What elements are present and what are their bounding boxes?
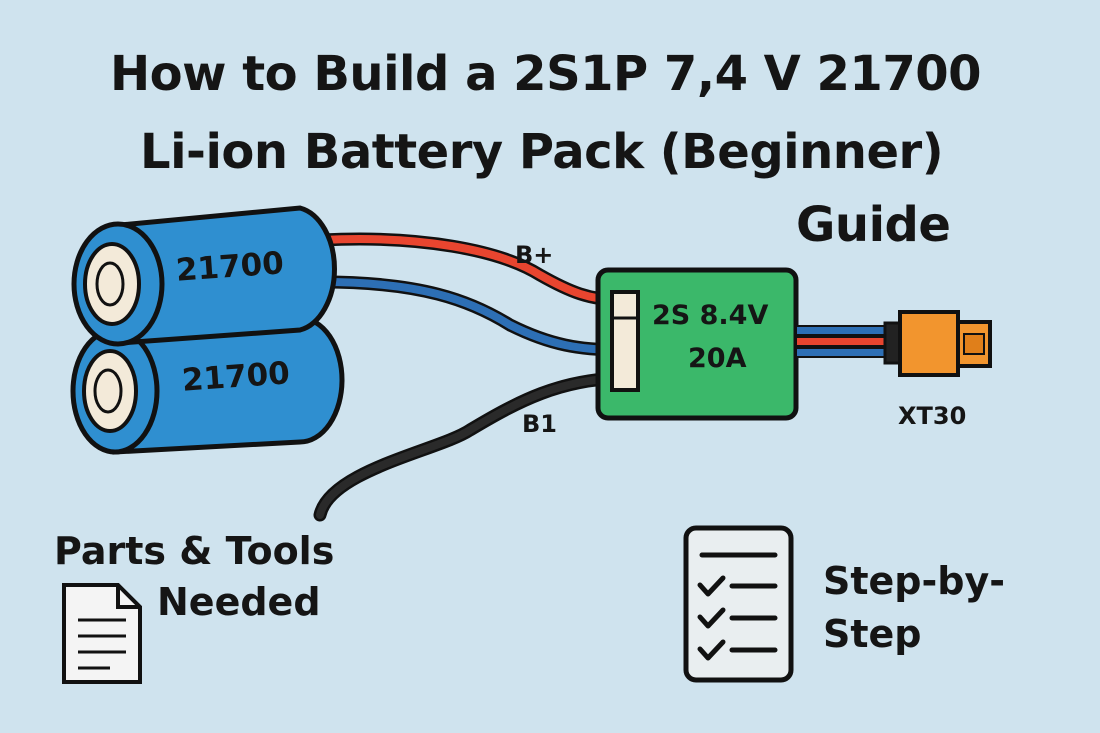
bms-board [595,267,799,421]
bms-label-line-2: 20A [688,343,747,374]
step-by-step-heading-line-2: Step [823,612,922,656]
cell-top-label: 21700 [174,245,285,289]
black-wire [313,371,627,522]
step-by-step-heading-line-1: Step-by- [823,559,1006,603]
bms-label-line-1: 2S 8.4V [652,300,769,331]
xt30-connector [883,310,992,377]
bms-connector-block [610,290,640,392]
checklist-icon [683,525,794,683]
parts-tools-heading-line-2: Needed [157,580,321,624]
output-wires [795,325,889,358]
parts-tools-heading-line-1: Parts & Tools [54,529,335,573]
page-title-line-2: Li-ion Battery Pack (Beginner) [140,124,944,180]
document-icon [62,583,142,684]
page-title-line-1: How to Build a 2S1P 7,4 V 21700 [110,46,982,102]
cell-bottom-label: 21700 [180,355,291,399]
page-title-line-3: Guide [796,197,951,253]
xt30-label: XT30 [898,402,967,430]
b1-label: B1 [522,410,557,438]
wire-bundle [313,232,627,522]
cell-top [71,205,337,347]
bplus-label: B+ [515,241,554,269]
